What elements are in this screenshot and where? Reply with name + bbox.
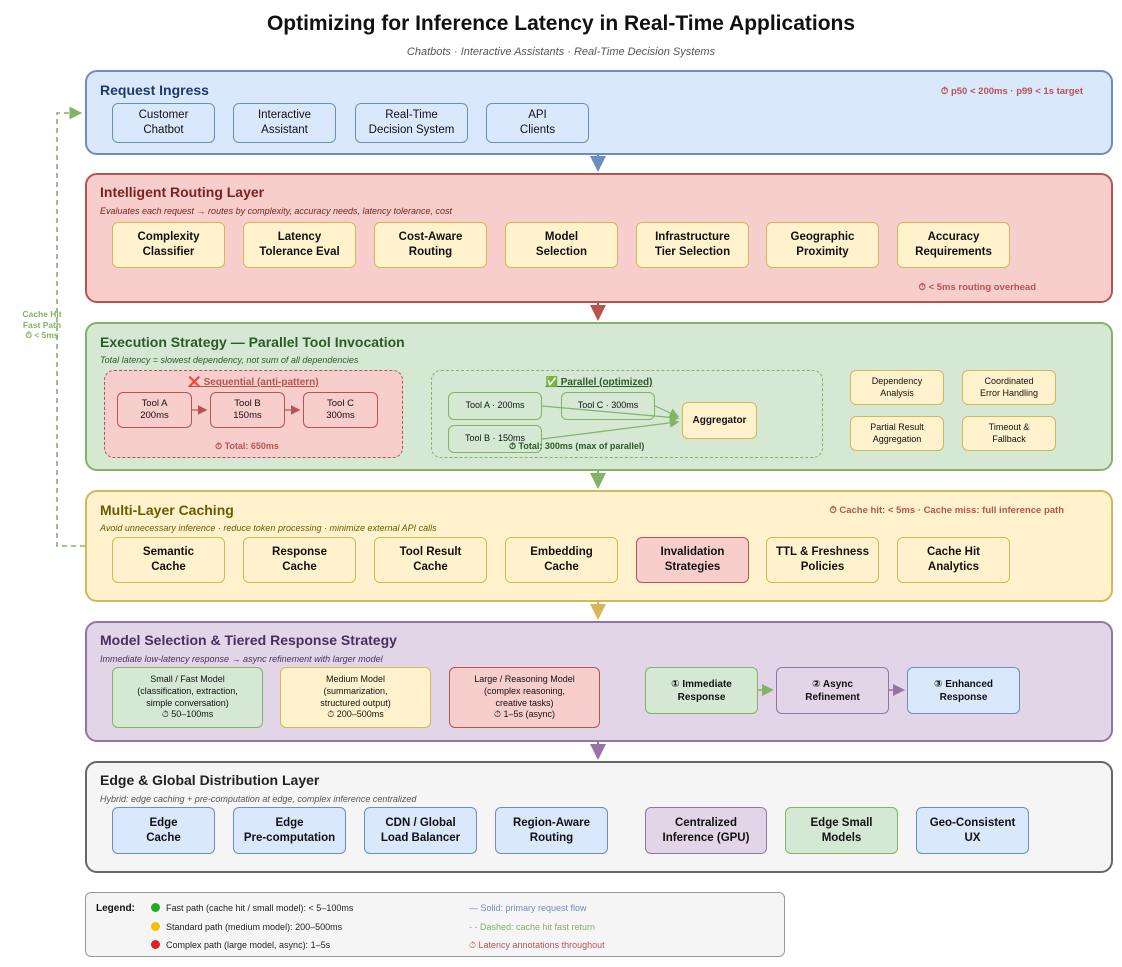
parallel-label: ✅ Parallel (optimized) xyxy=(545,377,653,388)
par-tool-a[interactable]: Tool A · 200ms xyxy=(448,392,542,420)
cache-response[interactable]: Response Cache xyxy=(243,537,356,583)
routing-infrastructure-tier-selection[interactable]: Infrastructure Tier Selection xyxy=(636,222,749,268)
edge-geo-consistent-ux[interactable]: Geo-Consistent UX xyxy=(916,807,1029,854)
yellow-dot-icon xyxy=(151,922,160,931)
par-aggregator[interactable]: Aggregator xyxy=(682,402,757,439)
legend-complex-text: Complex path (large model, async): 1–5s xyxy=(166,940,331,950)
edge-subtitle: Hybrid: edge caching + pre-computation a… xyxy=(100,794,417,804)
step-enhanced-response[interactable]: ③ Enhanced Response xyxy=(907,667,1020,714)
routing-subtitle: Evaluates each request → routes by compl… xyxy=(100,206,453,216)
routing-title: Intelligent Routing Layer xyxy=(100,184,265,200)
sequential-total: ⏱ Total: 650ms xyxy=(215,441,279,451)
execution-title: Execution Strategy — Parallel Tool Invoc… xyxy=(100,334,405,350)
ingress-latency-note: ⏱ p50 < 200ms · p99 < 1s target xyxy=(940,86,1083,97)
caching-latency-note: ⏱ Cache hit: < 5ms · Cache miss: full in… xyxy=(829,505,1064,516)
par-tool-c[interactable]: Tool C · 300ms xyxy=(561,392,655,420)
green-dot-icon xyxy=(151,903,160,912)
caching-title: Multi-Layer Caching xyxy=(100,502,234,518)
routing-cost-aware-routing[interactable]: Cost-Aware Routing xyxy=(374,222,487,268)
cache-tool-result[interactable]: Tool Result Cache xyxy=(374,537,487,583)
ingress-title: Request Ingress xyxy=(100,82,209,98)
exec-dependency-analysis[interactable]: Dependency Analysis xyxy=(850,370,944,405)
model-subtitle: Immediate low-latency response → async r… xyxy=(100,654,383,664)
routing-latency-tolerance-eval[interactable]: Latency Tolerance Eval xyxy=(243,222,356,268)
cache-invalidation-strategies[interactable]: Invalidation Strategies xyxy=(636,537,749,583)
legend-dashed: - - Dashed: cache hit fast return xyxy=(469,922,596,932)
edge-region-aware-routing[interactable]: Region-Aware Routing xyxy=(495,807,608,854)
seq-tool-b[interactable]: Tool B 150ms xyxy=(210,392,285,428)
routing-complexity-classifier[interactable]: Complexity Classifier xyxy=(112,222,225,268)
routing-accuracy-requirements[interactable]: Accuracy Requirements xyxy=(897,222,1010,268)
seq-tool-a[interactable]: Tool A 200ms xyxy=(117,392,192,428)
step-async-refinement[interactable]: ② Async Refinement xyxy=(776,667,889,714)
sequential-label: ❌ Sequential (anti-pattern) xyxy=(188,377,319,388)
ingress-api-clients[interactable]: API Clients xyxy=(486,103,589,143)
model-large-reasoning[interactable]: Large / Reasoning Model (complex reasoni… xyxy=(449,667,600,728)
red-dot-icon xyxy=(151,940,160,949)
cache-ttl-freshness-policies[interactable]: TTL & Freshness Policies xyxy=(766,537,879,583)
model-title: Model Selection & Tiered Response Strate… xyxy=(100,632,397,648)
execution-subtitle: Total latency = slowest dependency, not … xyxy=(100,355,359,365)
legend-title: Legend: xyxy=(96,903,135,914)
exec-partial-result-aggregation[interactable]: Partial Result Aggregation xyxy=(850,416,944,451)
legend-box xyxy=(85,892,785,957)
legend-fast: Fast path (cache hit / small model): < 5… xyxy=(151,903,353,913)
cache-semantic[interactable]: Semantic Cache xyxy=(112,537,225,583)
parallel-total: ⏱ Total: 300ms (max of parallel) xyxy=(509,441,645,451)
edge-centralized-inference[interactable]: Centralized Inference (GPU) xyxy=(645,807,767,854)
step-immediate-response[interactable]: ① Immediate Response xyxy=(645,667,758,714)
page-subtitle: Chatbots · Interactive Assistants · Real… xyxy=(406,46,716,58)
cache-hit-analytics[interactable]: Cache Hit Analytics xyxy=(897,537,1010,583)
edge-title: Edge & Global Distribution Layer xyxy=(100,772,320,788)
legend-complex: Complex path (large model, async): 1–5s xyxy=(151,940,330,950)
ingress-customer-chatbot[interactable]: Customer Chatbot xyxy=(112,103,215,143)
legend-fast-text: Fast path (cache hit / small model): < 5… xyxy=(166,903,354,913)
edge-cdn-load-balancer[interactable]: CDN / Global Load Balancer xyxy=(364,807,477,854)
exec-coordinated-error-handling[interactable]: Coordinated Error Handling xyxy=(962,370,1056,405)
exec-timeout-fallback[interactable]: Timeout & Fallback xyxy=(962,416,1056,451)
page-title: Optimizing for Inference Latency in Real… xyxy=(266,12,856,35)
caching-subtitle: Avoid unnecessary inference · reduce tok… xyxy=(100,523,437,533)
par-tool-b[interactable]: Tool B · 150ms xyxy=(448,425,542,453)
model-small-fast[interactable]: Small / Fast Model (classification, extr… xyxy=(112,667,263,728)
cache-embedding[interactable]: Embedding Cache xyxy=(505,537,618,583)
ingress-real-time-decision-system[interactable]: Real-Time Decision System xyxy=(355,103,468,143)
routing-latency-note: ⏱ < 5ms routing overhead xyxy=(918,282,1036,293)
edge-cache[interactable]: Edge Cache xyxy=(112,807,215,854)
legend-solid: — Solid: primary request flow xyxy=(469,903,587,913)
legend-standard: Standard path (medium model): 200–500ms xyxy=(151,922,342,932)
edge-pre-computation[interactable]: Edge Pre-computation xyxy=(233,807,346,854)
routing-geographic-proximity[interactable]: Geographic Proximity xyxy=(766,222,879,268)
legend-latency: ⏱ Latency annotations throughout xyxy=(469,940,605,950)
legend-standard-text: Standard path (medium model): 200–500ms xyxy=(166,922,343,932)
cache-hit-fast-path-label: Cache Hit Fast Path ⏱ < 5ms xyxy=(22,309,62,341)
routing-model-selection[interactable]: Model Selection xyxy=(505,222,618,268)
model-medium[interactable]: Medium Model (summarization, structured … xyxy=(280,667,431,728)
seq-tool-c[interactable]: Tool C 300ms xyxy=(303,392,378,428)
ingress-interactive-assistant[interactable]: Interactive Assistant xyxy=(233,103,336,143)
edge-small-models[interactable]: Edge Small Models xyxy=(785,807,898,854)
